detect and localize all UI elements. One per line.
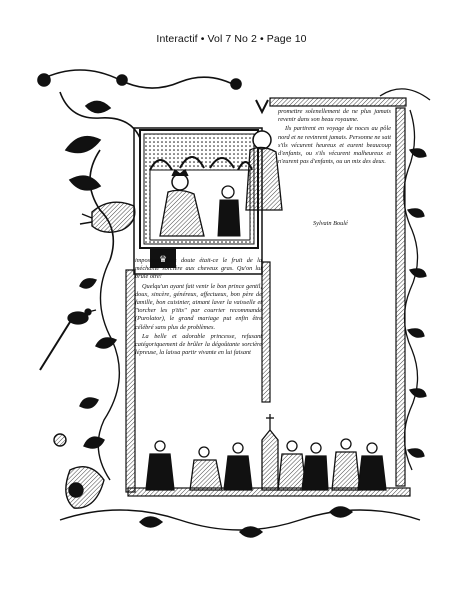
long-tailed-bird <box>39 308 97 371</box>
bottom-left-creature <box>59 466 421 538</box>
border-frame <box>125 97 411 497</box>
story-paragraph: Quelqu'un ayant fait venir le bon prince… <box>135 282 262 331</box>
procession-scene <box>145 414 387 491</box>
standing-saint-figure <box>245 99 283 211</box>
story-column-bottom: imposteur, sans doute était-ce le fruit … <box>135 257 262 358</box>
author-signature: Sylvain Boulé <box>313 220 348 227</box>
king-on-throne-illustration: ♛ <box>139 129 259 268</box>
dragon-creature <box>79 201 136 233</box>
story-paragraph: La belle et adorable princesse, refusant… <box>135 332 262 357</box>
story-paragraph: imposteur, sans doute était-ce le fruit … <box>135 257 262 281</box>
svg-text:♛: ♛ <box>159 255 167 265</box>
page-header: Interactif • Vol 7 No 2 • Page 10 <box>156 33 307 45</box>
story-paragraph: promettre solenellement de ne plus jamai… <box>278 108 391 124</box>
story-column-top: promettre solenellement de ne plus jamai… <box>278 108 391 167</box>
story-paragraph: Ils partirent en voyage de noces au pôle… <box>278 125 391 166</box>
vine-foliage-right <box>379 88 431 471</box>
vine-foliage-left <box>53 259 121 498</box>
